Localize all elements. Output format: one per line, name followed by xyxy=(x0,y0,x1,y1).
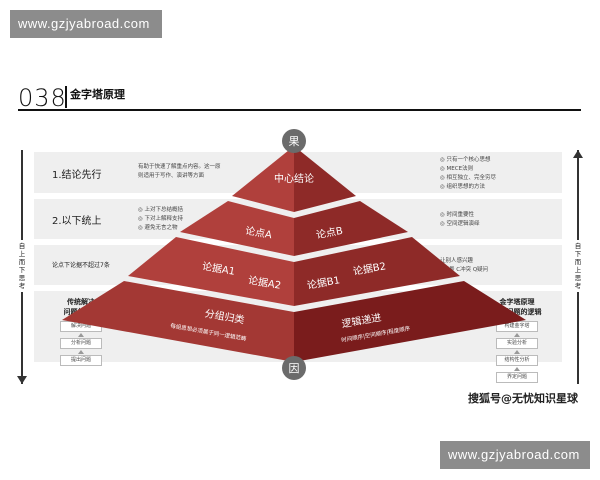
row-2-right: ◎ 时间重要性 ◎ 空间逻辑演绎 xyxy=(440,211,480,229)
pyramid-apex-right xyxy=(294,146,356,212)
pyramid-level3-left xyxy=(128,237,294,306)
row-2-middle-line: ◎ 上对下总结概括 xyxy=(138,207,184,213)
stack-box: 界定问题 xyxy=(496,372,538,383)
row-2-middle-line: ◎ 下对上解释支持 xyxy=(138,216,184,222)
watermark-bottom: www.gzjyabroad.com xyxy=(440,441,590,469)
row-2-label: 2.以下统上 xyxy=(52,216,102,227)
stack-box: 提出问题 xyxy=(60,355,102,366)
pyramid-level2-right xyxy=(294,201,408,256)
row-1-middle-line: 有助于快速了解重点内容。这一原 xyxy=(138,164,221,170)
row-2-right-line: ◎ 空间逻辑演绎 xyxy=(440,221,480,227)
apex-label: 中心结论 xyxy=(274,172,314,185)
source-credit: 搜狐号@无忧知识星球 xyxy=(468,392,578,405)
page-number: 038 xyxy=(18,84,67,112)
pyramid-base-left xyxy=(62,281,294,362)
pyramid-apex-left xyxy=(232,146,294,212)
page-title: 金字塔原理 xyxy=(70,88,125,101)
pyramid-logic-stack: 金字塔原理 解决问题的逻辑 构建金字塔 实验分析 结构性分析 界定问题 xyxy=(482,297,552,383)
header-rule xyxy=(18,109,581,111)
top-circle xyxy=(282,129,306,153)
row-2-middle: ◎ 上对下总结概括 ◎ 下对上解释支持 ◎ 避免无言之物 xyxy=(138,206,183,233)
pyramid-logic-title: 金字塔原理 解决问题的逻辑 xyxy=(482,297,552,317)
row-3-right-line: 让别人感兴趣 xyxy=(440,258,474,264)
pyramid-level3-right xyxy=(294,237,460,306)
row-2-right-line: ◎ 时间重要性 xyxy=(440,212,475,218)
traditional-logic-title-line: 传统解决 xyxy=(67,298,95,306)
left-down-arrow: 自上而下思考 xyxy=(16,150,28,384)
stack-box: 实验分析 xyxy=(496,338,538,349)
top-circle-label: 果 xyxy=(289,135,300,148)
row-1-middle-line: 则适用于写作、演讲等方面 xyxy=(138,173,205,179)
stack-box: 分析问题 xyxy=(60,338,102,349)
right-side-label: 自下而上思考 xyxy=(573,240,583,292)
row-1-label: 1.结论先行 xyxy=(52,170,102,181)
pyramid-base-right xyxy=(294,281,526,362)
row-3-right-line: S背景 C冲突 Q疑问 xyxy=(440,267,489,273)
bottom-circle xyxy=(282,356,306,380)
bottom-circle-label: 因 xyxy=(289,362,300,375)
pyramid-logic-title-line: 金字塔原理 xyxy=(499,298,535,306)
pyramid-level2-left xyxy=(180,201,294,256)
left-side-label: 自上而下思考 xyxy=(17,240,27,292)
row-2-middle-line: ◎ 避免无言之物 xyxy=(138,225,178,231)
row-3-label: 论点下论据不超过7条 xyxy=(52,262,110,269)
watermark-top: www.gzjyabroad.com xyxy=(10,10,162,38)
row-1-right-line: ◎ 相互独立、完全穷尽 xyxy=(440,175,497,181)
row-1-right-line: ◎ MECE法则 xyxy=(440,166,474,172)
row-1-middle: 有助于快速了解重点内容。这一原 则适用于写作、演讲等方面 xyxy=(138,163,221,181)
right-up-arrow: 自下而上思考 xyxy=(572,150,584,384)
row-3-right: 让别人感兴趣 S背景 C冲突 Q疑问 xyxy=(440,257,488,275)
row-1-right-line: ◎ 只有一个核心思想 xyxy=(440,157,491,163)
header-divider xyxy=(65,86,67,108)
row-1-right: ◎ 只有一个核心思想 ◎ MECE法则 ◎ 相互独立、完全穷尽 ◎ 组织思想的方… xyxy=(440,156,496,192)
stack-box: 结构性分析 xyxy=(496,355,538,366)
pyramid-logic-title-line: 解决问题的逻辑 xyxy=(492,308,542,316)
row-1-right-line: ◎ 组织思想的方法 xyxy=(440,184,486,190)
